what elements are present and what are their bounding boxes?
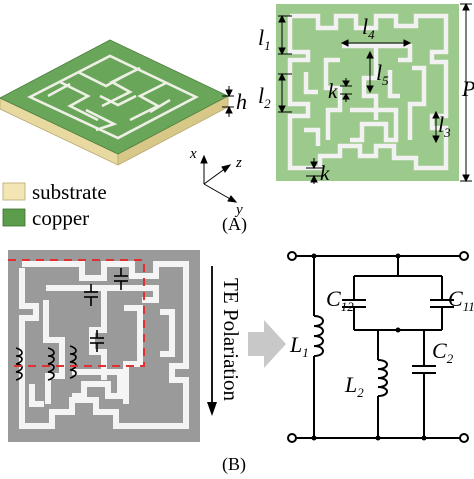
unit-cell-top-view bbox=[276, 4, 459, 181]
legend-substrate-label: substrate bbox=[32, 180, 107, 204]
C2-label: C2 bbox=[432, 338, 454, 366]
axis-x-label: x bbox=[189, 146, 197, 162]
l3-label: l3 bbox=[438, 112, 451, 140]
axis-y-label: y bbox=[234, 202, 243, 218]
k-bottom-label: k bbox=[320, 161, 330, 185]
unit-cell-equivalent-view bbox=[8, 250, 200, 442]
copper-swatch bbox=[2, 208, 26, 227]
coordinate-axes bbox=[200, 154, 238, 203]
C11-label: C11 bbox=[448, 286, 474, 314]
P-label: P bbox=[461, 76, 474, 101]
axis-z-label: z bbox=[235, 155, 242, 171]
l1-label: l1 bbox=[258, 25, 271, 53]
L2-label: L2 bbox=[344, 372, 364, 400]
inductor-symbols bbox=[15, 345, 77, 381]
legend: substrate copper bbox=[2, 180, 107, 230]
C12-label: C12 bbox=[326, 286, 354, 314]
panel-b-label: (B) bbox=[222, 454, 246, 474]
capacitor-symbols bbox=[84, 268, 128, 352]
equivalence-arrow-icon bbox=[248, 320, 286, 368]
l4-label: l4 bbox=[362, 14, 375, 42]
polarization-arrow bbox=[207, 266, 217, 416]
junction-dots bbox=[311, 253, 427, 441]
k-top-label: k bbox=[328, 79, 338, 103]
top-view-dimensions bbox=[278, 2, 472, 184]
dashed-region bbox=[8, 259, 145, 367]
polarization-label: TE Polariation bbox=[219, 278, 243, 402]
l5-label: l5 bbox=[376, 60, 389, 88]
substrate-swatch bbox=[2, 182, 26, 201]
L1-label: L1 bbox=[289, 332, 309, 360]
h-dimension bbox=[222, 86, 234, 117]
l2-label: l2 bbox=[258, 83, 271, 111]
legend-copper-label: copper bbox=[32, 206, 89, 230]
h-label: h bbox=[236, 89, 247, 114]
panel-a-label: (A) bbox=[222, 214, 247, 235]
